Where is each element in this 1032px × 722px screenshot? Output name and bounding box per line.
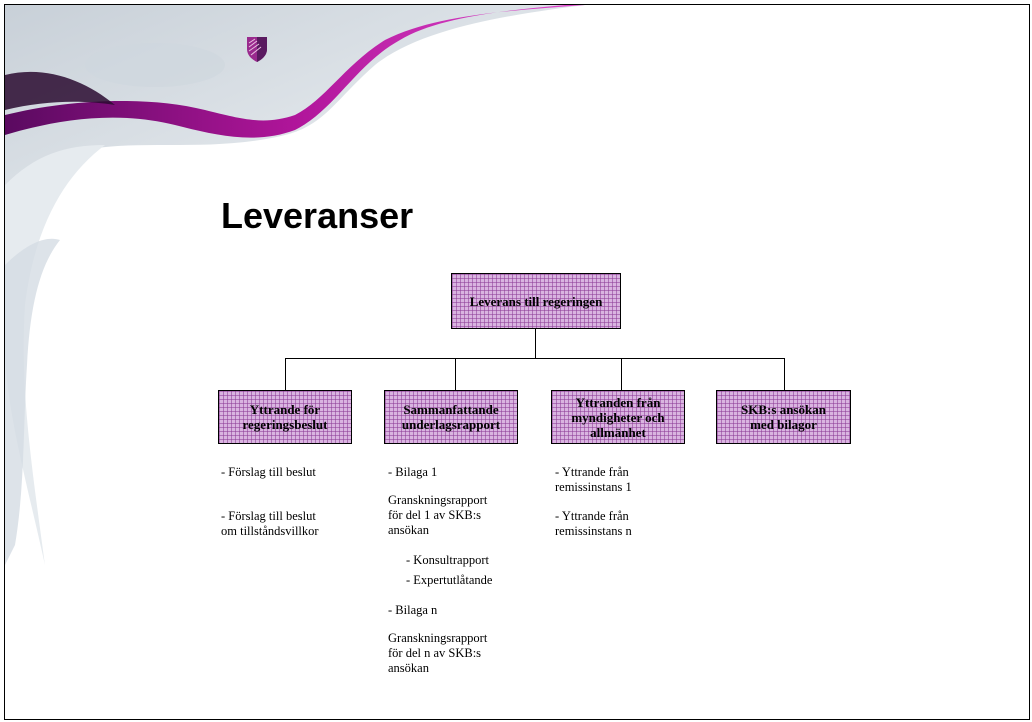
list-item: Yttrande från remissinstans 1: [555, 465, 632, 495]
list-item: Förslag till beslut: [221, 465, 316, 480]
list-item: Granskningsrapport för del n av SKB:s an…: [388, 631, 488, 675]
list-item: Yttrande från remissinstans n: [555, 509, 632, 539]
child-connector-3: [621, 358, 622, 391]
horizontal-connector: [285, 358, 785, 359]
slide-title: Leveranser: [221, 195, 414, 236]
list-item: Bilaga 1: [388, 465, 437, 480]
root-box: Leverans till regeringen: [451, 273, 621, 329]
list-item: Granskningsrapport för del 1 av SKB:s an…: [388, 493, 488, 537]
list-item: Bilaga n: [388, 603, 437, 618]
background-swoosh: [5, 5, 585, 565]
slide: Leveranser Leverans till regeringen Yttr…: [4, 4, 1030, 720]
list-item: Expertutlåtande: [406, 573, 492, 588]
root-connector: [535, 329, 536, 359]
list-item: Förslag till beslut om tillståndsvillkor: [221, 509, 319, 539]
child-connector-4: [784, 358, 785, 391]
child-connector-2: [455, 358, 456, 391]
root-label: Leverans till regeringen: [469, 293, 603, 309]
child-connector-1: [285, 358, 286, 391]
shield-logo-icon: [247, 37, 267, 62]
list-item: Konsultrapport: [406, 553, 489, 568]
